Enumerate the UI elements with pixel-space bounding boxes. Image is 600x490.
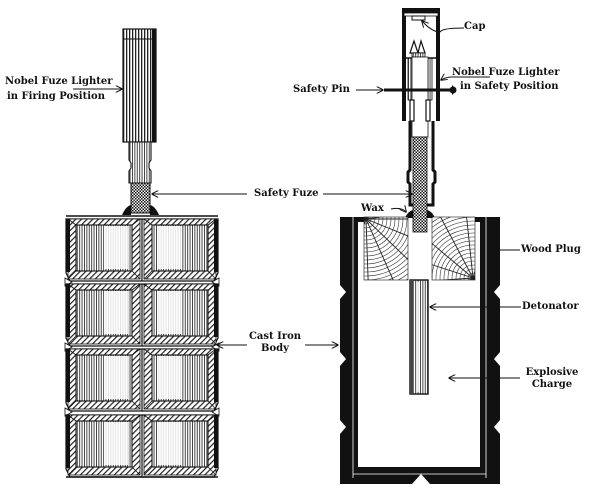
wax-bead-left <box>122 205 159 215</box>
safety-fuze-left <box>130 182 151 214</box>
wood-grain-ring <box>432 220 475 239</box>
wood-grain-ring <box>364 243 408 269</box>
label-cap: Cap <box>464 21 486 32</box>
label-safety-pin: Safety Pin <box>293 84 350 95</box>
leader-lines <box>73 21 521 378</box>
label-lighter-firing-1: Nobel Fuze Lighter <box>5 76 113 87</box>
wood-grain-ray <box>365 218 408 261</box>
wax <box>405 210 435 218</box>
body-notch <box>211 407 220 417</box>
label-wood-plug: Wood Plug <box>521 244 581 255</box>
wood-grain-ring <box>432 236 475 280</box>
cast-iron-body-exterior <box>64 215 220 478</box>
wood-grain-ring <box>439 244 475 280</box>
wood-plug <box>363 216 476 281</box>
label-detonator: Detonator <box>522 301 579 312</box>
cap <box>411 15 426 21</box>
wood-grain-ring <box>364 234 408 265</box>
wood-grain-ray <box>437 277 474 280</box>
label-lighter-safety-2: in Safety Position <box>460 81 559 92</box>
wood-grain-ray <box>365 217 384 220</box>
label-wax: Wax <box>361 203 384 214</box>
right-sectional-view <box>340 8 500 484</box>
label-lighter-firing-2: in Firing Position <box>7 91 105 102</box>
wood-grain-ring <box>443 248 475 280</box>
wood-grain-ring <box>364 250 408 273</box>
label-lighter-safety-1: Nobel Fuze Lighter <box>452 67 560 78</box>
label-safety-fuze: Safety Fuze <box>254 188 319 199</box>
wood-grain-ray <box>365 218 394 280</box>
label-cast-iron-2: Body <box>261 343 289 354</box>
wood-grain-ray <box>432 264 474 279</box>
detonator <box>409 279 429 395</box>
wood-grain-ring <box>435 240 475 280</box>
leader-lighter-safety <box>441 77 490 80</box>
left-exterior-view <box>64 28 220 478</box>
wood-grain-ring <box>451 256 475 280</box>
wood-grain-ray <box>365 218 369 280</box>
safety-fuze-right <box>412 136 428 233</box>
wood-grain-ring <box>459 264 475 280</box>
wood-grain-ring <box>447 252 475 280</box>
leader-cap <box>422 21 465 33</box>
wood-grain-ray <box>365 218 408 237</box>
wood-grain-ray <box>432 243 474 279</box>
wood-grain-ring <box>463 268 475 280</box>
label-explosive-1: Explosive <box>525 367 579 378</box>
wood-grain-ray <box>440 217 474 279</box>
wood-grain-ring <box>364 257 408 277</box>
body-notch <box>64 407 73 417</box>
label-cast-iron-1: Cast Iron <box>248 331 302 342</box>
leader-wax <box>390 208 406 212</box>
label-explosive-2: Charge <box>531 379 573 390</box>
wood-grain-ring <box>432 224 475 245</box>
wood-grain-ring <box>432 232 475 261</box>
wood-grain-ring <box>432 228 475 252</box>
wood-grain-ray <box>466 217 474 279</box>
wood-grain-ring <box>455 260 475 280</box>
safety-pin <box>384 85 457 95</box>
fuze-lighter-firing <box>122 28 157 184</box>
